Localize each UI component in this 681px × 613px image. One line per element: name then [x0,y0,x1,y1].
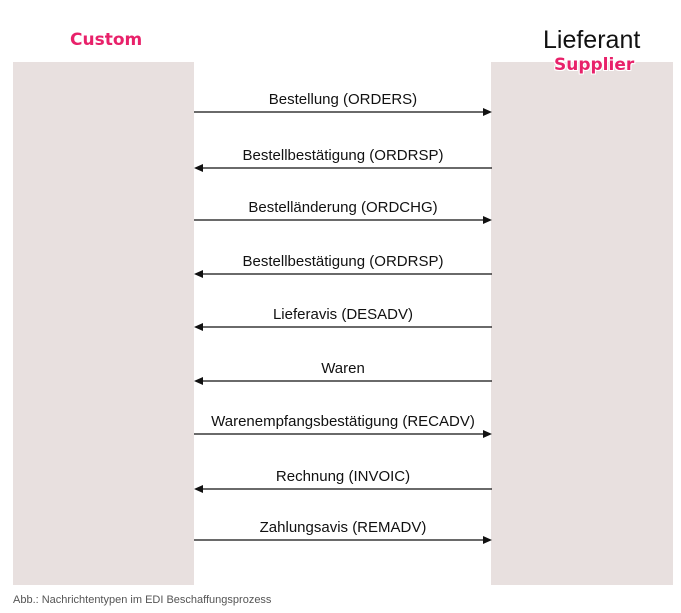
message-label: Bestellung (ORDERS) [268,91,418,108]
message-label: Bestelländerung (ORDCHG) [248,199,438,216]
arrow-right-icon [194,216,492,224]
message-label: Zahlungsavis (REMADV) [259,519,427,536]
arrow-left-icon [194,270,492,278]
message-label: Bestellbestätigung (ORDRSP) [242,253,444,270]
message-label: Rechnung (INVOIC) [275,468,411,485]
supplier-title: Lieferant [543,26,641,54]
message-label: Waren [321,360,365,377]
figure-caption: Abb.: Nachrichtentypen im EDI Beschaffun… [13,594,272,606]
arrow-right-icon [194,108,492,116]
arrow-right-icon [194,430,492,438]
message-label: Warenempfangsbestätigung (RECADV) [211,413,475,430]
message-2: Bestellbestätigung (ORDRSP) [194,147,492,172]
supplier-overlay-label: Supplier [554,55,635,75]
message-6: Waren [194,360,492,385]
message-8: Rechnung (INVOIC) [194,468,492,493]
arrow-right-icon [194,536,492,544]
arrow-left-icon [194,323,492,331]
message-9: Zahlungsavis (REMADV) [194,519,492,544]
message-label: Bestellbestätigung (ORDRSP) [242,147,444,164]
message-5: Lieferavis (DESADV) [194,306,492,331]
message-4: Bestellbestätigung (ORDRSP) [194,253,492,278]
message-label: Lieferavis (DESADV) [272,306,414,323]
arrow-left-icon [194,377,492,385]
arrow-left-icon [194,485,492,493]
message-7: Warenempfangsbestätigung (RECADV) [194,413,492,438]
customer-overlay-label: Custom [70,30,143,50]
message-3: Bestelländerung (ORDCHG) [194,199,492,224]
customer-lane [13,62,194,585]
message-1: Bestellung (ORDERS) [194,91,492,116]
supplier-lane [491,62,673,585]
arrow-left-icon [194,164,492,172]
